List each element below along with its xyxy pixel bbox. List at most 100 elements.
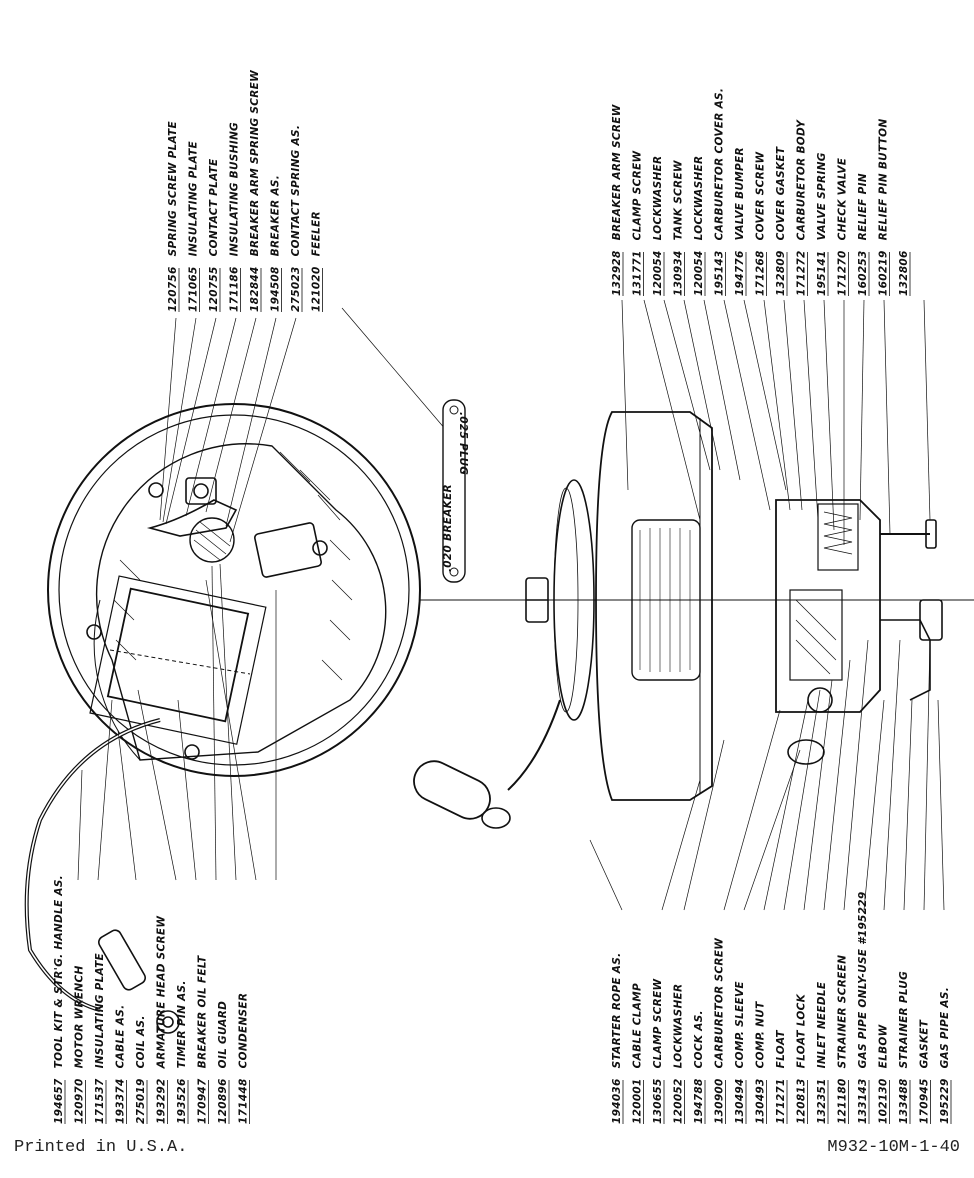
part-number: 130494 <box>734 1078 746 1124</box>
part-name: CARBURETOR COVER AS. <box>714 88 726 241</box>
part-label: 120052LOCKWASHER <box>673 984 685 1124</box>
part-name: CHECK VALVE <box>837 157 849 240</box>
part-number: 120756 <box>167 266 179 312</box>
part-name: CARBURETOR BODY <box>796 119 808 241</box>
magneto-leader-lines <box>77 307 447 881</box>
part-number: 275023 <box>290 266 302 312</box>
part-label: 171272CARBURETOR BODY <box>796 119 808 296</box>
part-label: 120755 CONTACT PLATE <box>208 158 220 312</box>
part-number: 194776 <box>734 250 746 296</box>
part-number: 160253 <box>857 250 869 296</box>
part-name: TIMER PIN AS. <box>176 980 188 1068</box>
part-number: 195141 <box>816 250 828 296</box>
part-name: CLAMP SCREW <box>652 979 664 1069</box>
part-number: 102130 <box>878 1078 890 1124</box>
part-name: COIL AS. <box>135 1015 147 1068</box>
part-label: 171186INSULATING BUSHING <box>229 122 241 312</box>
part-name: BREAKER ARM SCREW <box>611 104 623 240</box>
part-name: GASKET <box>919 1019 931 1068</box>
part-number: 130655 <box>652 1078 664 1124</box>
part-label: 132809 COVER GASKET <box>775 146 787 296</box>
part-number: 132809 <box>775 250 787 296</box>
part-label: 275023 CONTACT SPRING AS. <box>290 125 302 312</box>
part-label: 171065 INSULATING PLATE <box>188 140 200 312</box>
part-name: CONTACT SPRING AS. <box>290 125 302 256</box>
part-name: GAS PIPE AS. <box>939 987 951 1068</box>
part-label: 120054 LOCKWASHER <box>652 156 664 296</box>
part-name: COMP. NUT <box>755 1001 767 1068</box>
magneto-top-labels: 120756 SPRING SCREW PLATE 171065 INSULATING… <box>167 70 323 312</box>
part-number: 120970 <box>74 1078 86 1124</box>
part-number: 130900 <box>714 1078 726 1124</box>
part-label: 132351INLET NEEDLE <box>816 981 828 1124</box>
part-number: 171270 <box>837 250 849 296</box>
part-number: 120755 <box>208 266 220 312</box>
part-number: 171448 <box>238 1078 250 1124</box>
footer-printed: Printed in U.S.A. <box>14 1138 188 1157</box>
part-number: 195229 <box>939 1078 951 1124</box>
part-name: BREAKER ARM SPRING SCREW <box>249 70 261 256</box>
part-number: 182844 <box>249 266 261 312</box>
part-name: MOTOR WRENCH <box>74 965 86 1068</box>
footer-code: M932-10M-1-40 <box>827 1138 960 1157</box>
part-label: 194036STARTER ROPE AS. <box>611 953 623 1124</box>
part-number: 171537 <box>94 1078 106 1124</box>
part-label: 195229 GAS PIPE AS. <box>939 987 951 1124</box>
part-number: 120054 <box>652 250 664 296</box>
part-label: 132928 BREAKER ARM SCREW <box>611 104 623 296</box>
part-name: TOOL KIT & STR'G. HANDLE AS. <box>53 875 65 1068</box>
part-label: 171270 CHECK VALVE <box>837 157 849 296</box>
part-number: 121180 <box>837 1078 849 1124</box>
part-name: CONDENSER <box>238 993 250 1069</box>
part-name: COVER GASKET <box>775 146 787 240</box>
part-number: 120813 <box>796 1078 808 1124</box>
part-label: 194508BREAKER AS. <box>270 175 282 312</box>
part-name: CABLE AS. <box>115 1005 127 1069</box>
part-number: 193374 <box>115 1078 127 1124</box>
magneto-bottom-labels: 194657TOOL KIT & STR'G. HANDLE AS.120970… <box>53 875 250 1124</box>
feeler-label-breaker: .020 BREAKER <box>442 484 454 572</box>
part-label: 131771CLAMP SCREW <box>632 151 644 296</box>
part-label: 195141VALVE SPRING <box>816 152 828 296</box>
part-label: 193292ARMATURE HEAD SCREW <box>156 916 168 1124</box>
part-label: 160219RELIEF PIN BUTTON <box>878 119 890 296</box>
feeler-gauge: .020 BREAKER .025 PLUG <box>442 399 469 583</box>
part-label: 171268 COVER SCREW <box>755 152 767 296</box>
part-label: 120054LOCKWASHER <box>693 156 705 296</box>
part-name: STARTER ROPE AS. <box>611 953 623 1069</box>
part-label: 120756 SPRING SCREW PLATE <box>167 121 179 312</box>
part-label: 194776VALVE BUMPER <box>734 147 746 296</box>
carburetor-top-labels: 132928 BREAKER ARM SCREW 131771CLAMP SCREW… <box>611 88 911 296</box>
magneto-assembly <box>24 403 421 1034</box>
part-label: 130655 CLAMP SCREW <box>652 979 664 1124</box>
feeler-label-plug: .025 PLUG <box>457 412 469 475</box>
part-number: 171268 <box>755 250 767 296</box>
part-name: ELBOW <box>878 1024 890 1068</box>
part-number: 193526 <box>176 1078 188 1124</box>
part-number: 195143 <box>714 250 726 296</box>
part-label: 160253 RELIEF PIN <box>857 173 869 296</box>
part-label: 130934TANK SCREW <box>673 160 685 296</box>
part-label: 275019 COIL AS. <box>135 1015 147 1124</box>
part-number: 194788 <box>693 1078 705 1124</box>
part-name: LOCKWASHER <box>652 156 664 241</box>
part-label: 120001CABLE CLAMP <box>632 983 644 1124</box>
part-name: SPRING SCREW PLATE <box>167 121 179 257</box>
part-name: CLAMP SCREW <box>632 151 644 241</box>
part-name: RELIEF PIN <box>857 173 869 240</box>
part-label: 171271FLOAT <box>775 1030 787 1124</box>
part-name: FLOAT <box>775 1030 787 1069</box>
part-number: 275019 <box>135 1078 147 1124</box>
part-name: INSULATING PLATE <box>188 140 200 256</box>
part-label: 121180STRAINER SCREEN <box>837 955 849 1124</box>
part-name: OIL GUARD <box>217 1001 229 1068</box>
part-name: COVER SCREW <box>755 152 767 241</box>
part-number: 132928 <box>611 250 623 296</box>
part-label: 195143 CARBURETOR COVER AS. <box>714 88 726 296</box>
part-number: 171065 <box>188 266 200 312</box>
part-name: CONTACT PLATE <box>208 158 220 256</box>
part-number: 133143 <box>857 1078 869 1124</box>
part-label: 171448 CONDENSER <box>238 993 250 1124</box>
part-number: 133488 <box>898 1078 910 1124</box>
part-number: 120896 <box>217 1078 229 1124</box>
